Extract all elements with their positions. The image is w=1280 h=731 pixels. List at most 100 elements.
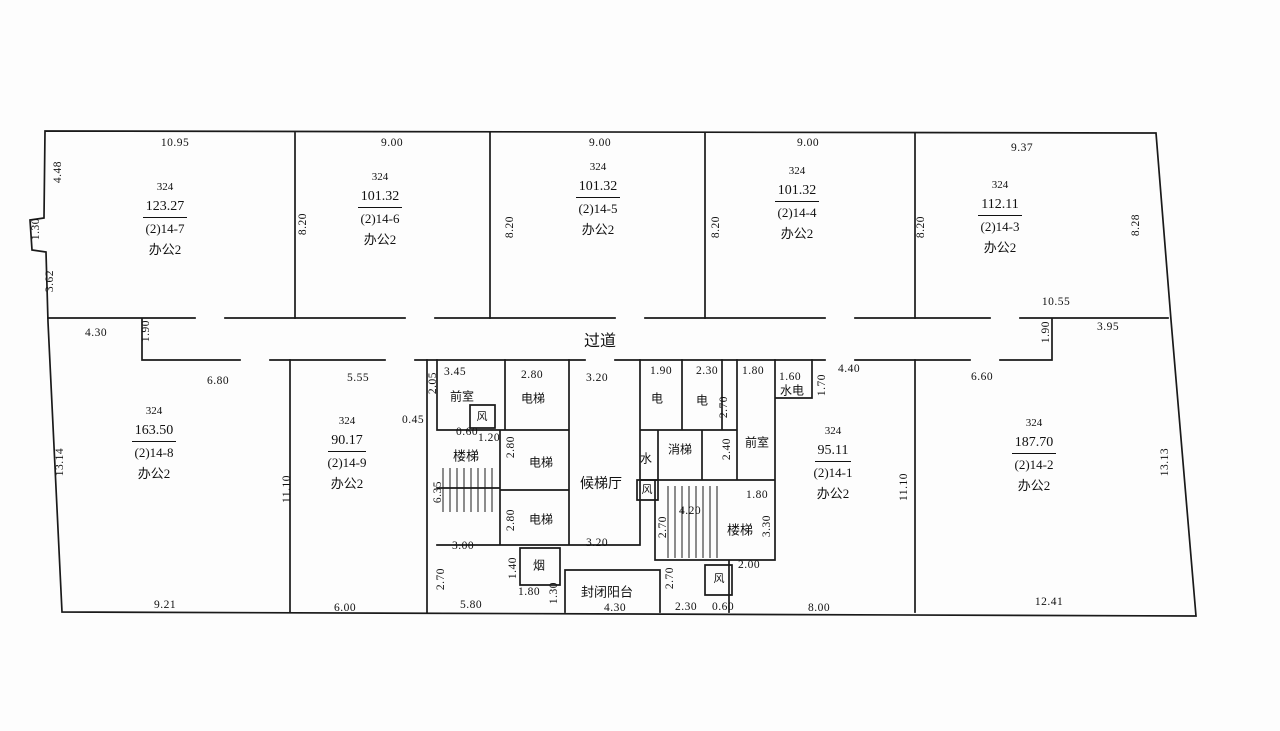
unit-area: 101.32: [575, 176, 621, 198]
unit-lot: 324: [338, 415, 356, 427]
unit-code: (2)14-3: [980, 219, 1020, 234]
unit-code: (2)14-4: [777, 205, 817, 220]
dimension-label: 1.30: [30, 217, 42, 241]
unit-lot: 324: [156, 181, 174, 193]
unit-area: 187.70: [1011, 432, 1057, 454]
dimension-label: 9.00: [588, 137, 612, 149]
core-walls: [436, 359, 813, 613]
unit-lot: 324: [145, 405, 163, 417]
unit-area: 112.11: [978, 194, 1022, 216]
dimension-label: 1.90: [140, 319, 152, 343]
room-label: 楼梯: [726, 522, 754, 538]
dimension-label: 8.20: [297, 212, 309, 236]
unit-block-14-8: 324 163.50 (2)14-8 办公2: [94, 402, 214, 485]
dimension-label: 2.30: [674, 601, 698, 613]
room-label: 过道: [583, 333, 617, 350]
dimension-label: 3.45: [443, 366, 467, 378]
dimension-label: 8.20: [915, 215, 927, 239]
room-label: 封闭阳台: [580, 584, 634, 600]
dimension-label: 1.90: [1040, 320, 1052, 344]
unit-use: 办公2: [816, 486, 850, 501]
unit-area: 101.32: [774, 180, 820, 202]
unit-use: 办公2: [581, 222, 615, 237]
stair-treads: [442, 468, 718, 558]
unit-block-14-9: 324 90.17 (2)14-9 办公2: [287, 412, 407, 495]
dimension-label: 3.20: [585, 537, 609, 549]
unit-block-14-3: 324 112.11 (2)14-3 办公2: [940, 176, 1060, 259]
dimension-label: 2.00: [737, 559, 761, 571]
room-label: 风: [641, 484, 653, 496]
corridor-walls: [47, 317, 1169, 361]
dimension-label: 8.28: [1130, 213, 1142, 237]
dimension-label: 6.35: [432, 480, 444, 504]
room-label: 烟: [532, 558, 546, 573]
dimension-label: 12.41: [1034, 596, 1064, 608]
room-label: 风: [476, 411, 488, 423]
dimension-label: 0.45: [401, 414, 425, 426]
bottom-unit-walls: [289, 359, 916, 613]
dimension-label: 2.80: [505, 508, 517, 532]
unit-block-14-2: 324 187.70 (2)14-2 办公2: [974, 414, 1094, 497]
unit-block-14-6: 324 101.32 (2)14-6 办公2: [320, 168, 440, 251]
unit-block-14-1: 324 95.11 (2)14-1 办公2: [773, 422, 893, 505]
dimension-label: 2.05: [427, 371, 439, 395]
dimension-label: 9.21: [153, 599, 177, 611]
dimension-label: 5.55: [346, 372, 370, 384]
outer-boundary: [29, 130, 1197, 617]
dimension-label: 1.20: [477, 432, 501, 444]
shaft-boxes: [469, 404, 733, 596]
unit-lot: 324: [371, 171, 389, 183]
dimension-label: 9.00: [796, 137, 820, 149]
room-label: 楼梯: [452, 448, 480, 464]
room-label: 电梯: [528, 512, 554, 527]
dimension-label: 0.60: [711, 601, 735, 613]
unit-block-14-5: 324 101.32 (2)14-5 办公2: [538, 158, 658, 241]
dimension-label: 9.37: [1010, 142, 1034, 154]
unit-use: 办公2: [137, 466, 171, 481]
unit-lot: 324: [788, 165, 806, 177]
dimension-label: 1.80: [517, 586, 541, 598]
dimension-label: 2.70: [664, 566, 676, 590]
room-label: 电: [650, 391, 664, 406]
unit-code: (2)14-8: [134, 445, 174, 460]
dimension-label: 3.62: [44, 269, 56, 293]
room-label: 水: [639, 451, 653, 466]
dimension-label: 1.40: [507, 556, 519, 580]
unit-block-14-7: 324 123.27 (2)14-7 办公2: [105, 178, 225, 261]
dimension-label: 6.80: [206, 375, 230, 387]
dimension-label: 1.70: [816, 373, 828, 397]
unit-code: (2)14-9: [327, 455, 367, 470]
dimension-label: 4.30: [84, 327, 108, 339]
unit-code: (2)14-1: [813, 465, 853, 480]
dimension-label: 3.95: [1096, 321, 1120, 333]
dimension-label: 4.40: [837, 363, 861, 375]
dimension-label: 9.00: [380, 137, 404, 149]
room-label: 电: [695, 393, 709, 408]
dimension-label: 5.80: [459, 599, 483, 611]
dimension-label: 1.80: [745, 489, 769, 501]
dimension-label: 3.30: [761, 514, 773, 538]
dimension-label: 13.14: [54, 447, 66, 477]
dimension-label: 6.60: [970, 371, 994, 383]
unit-use: 办公2: [363, 232, 397, 247]
dimension-label: 0.60: [455, 426, 479, 438]
unit-use: 办公2: [148, 242, 182, 257]
room-label: 候梯厅: [580, 477, 622, 492]
dimension-label: 8.20: [504, 215, 516, 239]
dimension-label: 6.00: [333, 602, 357, 614]
dimension-label: 2.80: [505, 435, 517, 459]
dimension-label: 2.40: [721, 437, 733, 461]
dimension-label: 8.00: [807, 602, 831, 614]
dimension-label: 1.80: [741, 365, 765, 377]
unit-lot: 324: [991, 179, 1009, 191]
dimension-label: 2.30: [695, 365, 719, 377]
unit-use: 办公2: [983, 240, 1017, 255]
room-label: 前室: [449, 389, 475, 404]
dimension-label: 2.80: [520, 369, 544, 381]
dimension-label: 2.70: [657, 515, 669, 539]
dimension-label: 1.90: [649, 365, 673, 377]
unit-code: (2)14-6: [360, 211, 400, 226]
room-label: 前室: [744, 435, 770, 450]
